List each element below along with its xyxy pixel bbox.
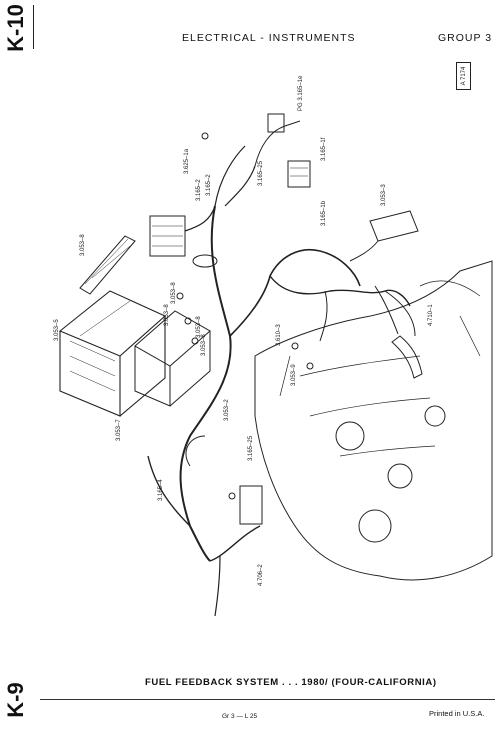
side-marker-top-text: K-10: [3, 4, 28, 52]
part-label: 3.053–5: [54, 319, 60, 341]
reference-code-box: A 7174: [456, 62, 471, 90]
oxygen-sensor: [391, 335, 423, 379]
part-label: 3.165–2: [196, 179, 202, 201]
small-screw: [201, 132, 209, 140]
solenoid: [369, 210, 419, 242]
part-label: 3.165–25: [248, 435, 254, 461]
connector-left-cluster: [149, 215, 186, 257]
part-label: 4.710–1: [428, 304, 434, 326]
wiring-diagram: 3.625–1a PG 3.165–1e 3.165–2 3.165–2 3.1…: [54, 75, 493, 617]
footer-printed-note: Printed in U.S.A.: [429, 709, 485, 718]
ecu-module: [58, 290, 166, 417]
part-label: 3.165–2: [206, 174, 212, 196]
part-label: 3.165–4: [158, 479, 164, 501]
bottom-module: [239, 485, 263, 525]
part-label: 3.053–8: [80, 234, 86, 256]
part-label: 3.625–1a: [184, 148, 190, 174]
part-label: 3.053–3: [381, 184, 387, 206]
connector-upper: [267, 113, 285, 133]
part-label: 3.053–9: [291, 364, 297, 386]
part-label: 3.610–3: [276, 324, 282, 346]
part-label: 3.165–1f: [321, 137, 327, 161]
side-page-marker-bottom: K-9: [2, 676, 30, 724]
ecu-bracket: [134, 310, 211, 407]
header-title: ELECTRICAL - INSTRUMENTS: [182, 32, 356, 44]
part-label: 3.053–8: [196, 316, 202, 338]
part-label: 3.053–8: [171, 282, 177, 304]
connector-strip: [79, 235, 136, 295]
part-label: PG 3.165–1e: [298, 75, 304, 111]
part-label: 3.053–2: [224, 399, 230, 421]
relay-box: [287, 160, 311, 188]
side-marker-bottom-text: K-9: [3, 682, 28, 718]
vertical-rule-top: [33, 5, 34, 49]
side-page-marker-top: K-10: [2, 4, 30, 52]
part-label: 3.053–7: [116, 419, 122, 441]
engine-block: [254, 260, 493, 581]
part-label: 3.165–25: [258, 160, 264, 186]
footer-rule: [40, 699, 495, 700]
header-group: GROUP 3: [438, 32, 493, 44]
part-label: 3.053–8: [164, 304, 170, 326]
figure-caption: FUEL FEEDBACK SYSTEM . . . 1980/ (FOUR-C…: [145, 677, 437, 688]
main-harness: [179, 205, 232, 562]
part-label: 4.706–2: [258, 564, 264, 586]
footer-page-reference: Gr 3 — L 25: [222, 713, 258, 720]
part-label: 3.053–8: [201, 334, 207, 356]
part-labels: 3.625–1a PG 3.165–1e 3.165–2 3.165–2 3.1…: [54, 75, 434, 586]
part-label: 3.165–1b: [321, 200, 327, 226]
grommet: [192, 254, 218, 268]
